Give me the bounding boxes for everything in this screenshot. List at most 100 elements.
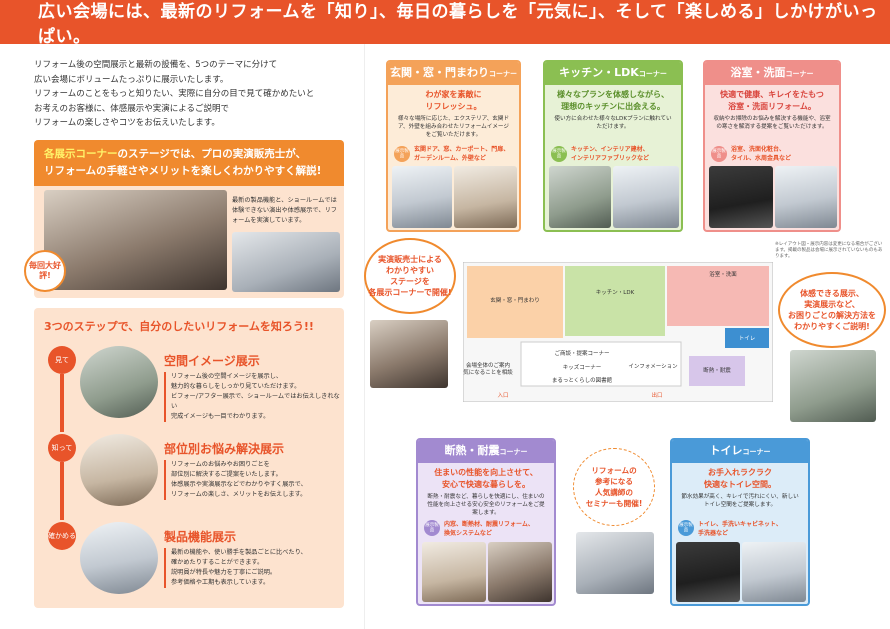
feel-bubble: 体感できる展示、 実演展示など、 お困りごとの解決方法を わかりやすくご説明! bbox=[778, 272, 886, 348]
corner-lead: 様々なプランを体感しながら、理想のキッチンに出会える。 bbox=[545, 89, 681, 113]
corner-photo bbox=[422, 542, 486, 602]
intro-line: リフォーム後の空間展示と最新の設備を、5つのテーマに分けて bbox=[34, 60, 278, 70]
corner-suffix: コーナー bbox=[785, 70, 814, 78]
lead-line: リフレッシュ。 bbox=[425, 102, 482, 111]
map-label-kitchen: キッチン・LDK bbox=[595, 290, 635, 296]
step-2: 知って 部位別お悩み解決展示 リフォームのお悩みやお困りごとを 部位別に解決する… bbox=[44, 432, 342, 520]
corner-title-text: トイレ bbox=[709, 444, 743, 457]
corner-tag: 展示製品 bbox=[711, 146, 727, 162]
corner-title-text: 断熱・耐震 bbox=[444, 444, 500, 457]
layout-note: ※レイアウト図・展示内容は変更になる場合がございます。掲載の製品は会場に展示され… bbox=[775, 242, 883, 259]
corner-tag: 展示製品 bbox=[678, 520, 694, 536]
step-line: 説明員が特長や魅力を丁寧にご説明。 bbox=[171, 569, 277, 576]
item-line: 手洗器など bbox=[698, 530, 729, 537]
step-line: 魅力的な暮らしをしっかり見ていただけます。 bbox=[171, 383, 301, 390]
intro-line: リフォームのことをもっと知りたい、実際に自分の目で見て確かめたいと bbox=[34, 89, 315, 99]
page-fold bbox=[364, 44, 365, 629]
step-line: リフォーム後の空間イメージを展示し、 bbox=[171, 373, 283, 380]
seminar-text: リフォームの 参考になる 人気講師の セミナーも開催! bbox=[585, 466, 643, 508]
seminar-photo bbox=[576, 532, 654, 594]
stage-heading-rest: のステージでは、プロの実演販売士が、 bbox=[117, 148, 307, 160]
item-line: キッチン、インテリア建材、 bbox=[571, 146, 649, 153]
step-line: 確かめたりすることができます。 bbox=[171, 559, 264, 566]
map-label-kids: キッズコーナー bbox=[562, 365, 602, 371]
map-label-toilet: トイレ bbox=[725, 328, 769, 348]
step-circle: 確かめる bbox=[48, 522, 76, 550]
corner-items: 浴室、洗面化粧台、タイル、水周金具など bbox=[731, 145, 791, 163]
corner-tag: 展示製品 bbox=[424, 520, 440, 536]
step-arrow bbox=[60, 374, 64, 432]
map-zone-center bbox=[520, 341, 682, 387]
corner-title: トイレコーナー bbox=[672, 440, 808, 463]
corner-suffix: コーナー bbox=[489, 70, 517, 78]
step-line: リフォームのお悩みやお困りごとを bbox=[171, 461, 270, 468]
step-line: 体感展示や実演展示などでわかりやすく展示で、 bbox=[171, 481, 307, 488]
step-line: 参考価格や工期も表示しています。 bbox=[171, 579, 270, 586]
step-line: リフォームの楽しさ、メリットをお伝えします。 bbox=[171, 491, 307, 498]
feel-photo bbox=[790, 350, 876, 422]
lead-line: 安心で快適な暮らしを。 bbox=[442, 480, 530, 489]
corner-photo bbox=[549, 166, 611, 228]
corner-lead: 住まいの性能を向上させて、安心で快適な暮らしを。 bbox=[418, 467, 554, 491]
intro-text: リフォーム後の空間展示と最新の設備を、5つのテーマに分けて 広い会場にボリューム… bbox=[34, 58, 334, 131]
lead-line: 住まいの性能を向上させて、 bbox=[434, 468, 538, 477]
corner-desc: 収納やお掃除のお悩みを解決する機能や、浴室の寒さを解消する提案をご覧いただけます… bbox=[713, 116, 831, 130]
map-label-info: インフォメーション bbox=[628, 364, 678, 370]
step-1: 見て 空間イメージ展示 リフォーム後の空間イメージを展示し、 魅力的な暮らしをし… bbox=[44, 344, 342, 432]
corner-title: 玄関・窓・門まわりコーナー bbox=[388, 62, 519, 85]
lead-line: お手入れラクラク bbox=[708, 468, 772, 477]
corner-desc: 使い方に合わせた様々なLDKプランに触れていただけます。 bbox=[554, 116, 672, 130]
corner-suffix: コーナー bbox=[638, 70, 667, 78]
step-arrow bbox=[60, 462, 64, 520]
step-line: 最新の機能や、使い勝手を製品ごとに比べたり、 bbox=[171, 549, 307, 556]
item-line: 玄関ドア、窓、カーポート、門扉、 bbox=[414, 146, 510, 153]
corner-entrance: 玄関・窓・門まわりコーナー わが家を素敵にリフレッシュ。 様々な場所に応じた、エ… bbox=[386, 60, 521, 232]
banner-title: 広い会場には、最新のリフォームを「知り」、毎日の暮らしを「元気に」、そして「楽し… bbox=[38, 2, 878, 47]
corner-desc: 節水効果が高く、キレイで汚れにくい、新しいトイレ空間をご提案します。 bbox=[681, 494, 799, 508]
corner-bath: 浴室・洗面コーナー 快適で健康、キレイをたもつ浴室・洗面リフォーム。 収納やお掃… bbox=[703, 60, 841, 232]
demo-bubble: 実演販売士による わかりやすい ステージを 各展示コーナーで開催! bbox=[364, 238, 456, 314]
step-circle: 知って bbox=[48, 434, 76, 462]
step-desc: リフォーム後の空間イメージを展示し、 魅力的な暮らしをしっかり見ていただけます。… bbox=[164, 372, 342, 422]
stage-panel: 各展示コーナーのステージでは、プロの実演販売士が、 リフォームの手軽さやメリット… bbox=[34, 140, 344, 298]
map-label-bath: 浴室・洗面 bbox=[709, 272, 737, 278]
steps-panel: 3つのステップで、自分のしたいリフォームを知ろう!! 見て 空間イメージ展示 リ… bbox=[34, 308, 344, 608]
corner-toilet: トイレコーナー お手入れラクラク快適なトイレ空間。 節水効果が高く、キレイで汚れ… bbox=[670, 438, 810, 606]
step-3: 確かめる 製品機能展示 最新の機能や、使い勝手を製品ごとに比べたり、 確かめたり… bbox=[44, 520, 339, 600]
item-line: インテリアファブリックなど bbox=[571, 155, 650, 162]
map-zone-insulation bbox=[689, 356, 745, 386]
corner-photo bbox=[676, 542, 740, 602]
corner-items: 玄関ドア、窓、カーポート、門扉、ガーデンルーム、外壁など bbox=[414, 145, 509, 163]
lead-line: 快適で健康、キレイをたもつ bbox=[720, 90, 824, 99]
corner-title-text: 玄関・窓・門まわり bbox=[390, 66, 489, 79]
steps-heading: 3つのステップで、自分のしたいリフォームを知ろう!! bbox=[44, 320, 314, 333]
corner-photo-2 bbox=[775, 166, 837, 228]
step-line: 完成イメージも一目でわかります。 bbox=[171, 413, 270, 420]
step-title: 部位別お悩み解決展示 bbox=[164, 442, 285, 456]
map-entrance: 入口 bbox=[497, 393, 509, 399]
map-label-library: まるっとくらしの図書館 bbox=[551, 378, 613, 384]
stage-heading: 各展示コーナーのステージでは、プロの実演販売士が、 リフォームの手軽さやメリット… bbox=[34, 140, 344, 186]
stage-heading-line2: リフォームの手軽さやメリットを楽しくわかりやすく解説! bbox=[44, 165, 322, 177]
step-photo bbox=[80, 522, 158, 594]
map-label-insulation: 断熱・耐震 bbox=[703, 368, 731, 374]
intro-line: 広い会場にボリュームたっぷりに展示いたします。 bbox=[34, 74, 229, 85]
corner-lead: お手入れラクラク快適なトイレ空間。 bbox=[672, 467, 808, 491]
intro-line: お考えのお客様に、体感展示や実演によるご説明で bbox=[34, 103, 229, 114]
item-line: トイレ、手洗いキャビネット、 bbox=[698, 521, 782, 528]
corner-tag: 展示製品 bbox=[394, 146, 410, 162]
corner-title: 浴室・洗面コーナー bbox=[705, 62, 839, 85]
top-banner: 広い会場には、最新のリフォームを「知り」、毎日の暮らしを「元気に」、そして「楽し… bbox=[0, 0, 890, 47]
corner-photo-2 bbox=[488, 542, 552, 602]
map-zone-kitchen bbox=[565, 266, 665, 336]
stage-heading-highlight: 各展示コーナー bbox=[44, 148, 118, 160]
corner-photo-2 bbox=[454, 166, 517, 228]
step-desc: リフォームのお悩みやお困りごとを 部位別に解決するご提案をいたします。 体感展示… bbox=[164, 460, 342, 500]
stage-note: 最新の製品機能と、ショールームでは体験できない演出や体感展示で、リフォームを実演… bbox=[232, 197, 337, 224]
stage-photo bbox=[44, 190, 227, 290]
map-zone-bath bbox=[667, 266, 769, 326]
corner-suffix: コーナー bbox=[742, 448, 771, 456]
item-line: 浴室、洗面化粧台、 bbox=[731, 146, 786, 153]
corner-tag: 展示製品 bbox=[551, 146, 567, 162]
intro-line: リフォームの楽しさやコツをお伝えいたします。 bbox=[34, 118, 220, 128]
